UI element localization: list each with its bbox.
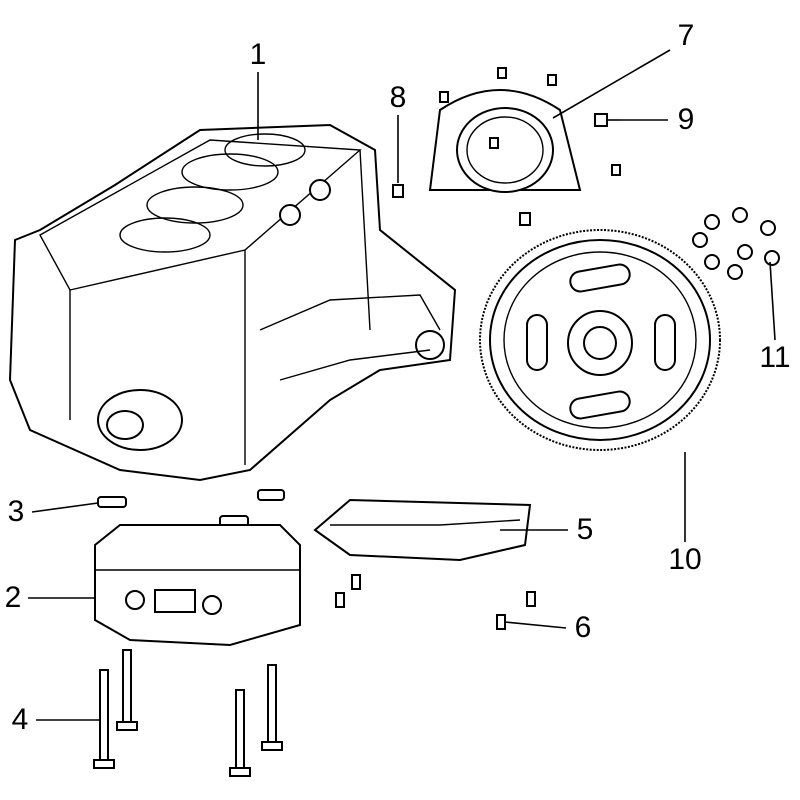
engine-block bbox=[8, 123, 457, 482]
callout-3: 3 bbox=[7, 495, 25, 528]
retainer-bolt bbox=[594, 113, 620, 127]
callout-9: 9 bbox=[677, 103, 695, 136]
leader-lines bbox=[28, 49, 776, 721]
flexplate bbox=[479, 229, 721, 451]
callout-7: 7 bbox=[677, 19, 695, 52]
oil-pan-baffle bbox=[313, 498, 532, 562]
callout-1: 1 bbox=[249, 38, 267, 71]
small-bolts bbox=[335, 574, 536, 630]
gaskets bbox=[97, 489, 285, 527]
flexplate-bolts bbox=[692, 207, 780, 280]
dowel-pin bbox=[392, 184, 404, 198]
callout-8: 8 bbox=[389, 81, 407, 114]
oil-pump bbox=[94, 524, 301, 647]
rear-seal-retainer bbox=[428, 67, 621, 193]
dowel-pin bbox=[519, 212, 531, 226]
callout-6: 6 bbox=[574, 611, 592, 644]
callout-5: 5 bbox=[576, 513, 594, 546]
callout-4: 4 bbox=[11, 703, 29, 736]
long-bolts bbox=[93, 649, 283, 777]
callout-10: 10 bbox=[668, 543, 702, 576]
callout-2: 2 bbox=[4, 581, 22, 614]
callout-11: 11 bbox=[759, 341, 791, 374]
